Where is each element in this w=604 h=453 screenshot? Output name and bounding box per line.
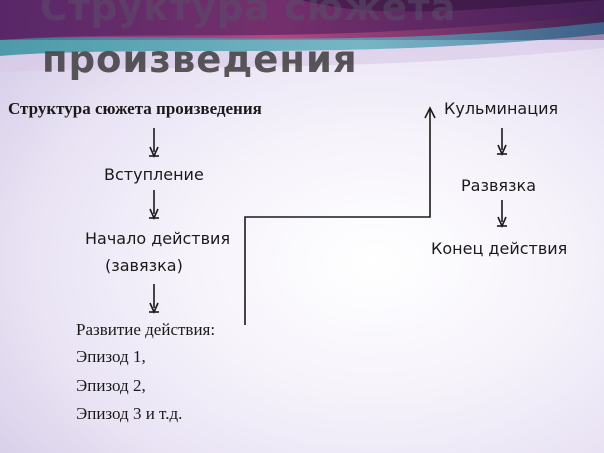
step-development-label: Развитие действия:: [76, 320, 216, 339]
arrow-down-icon: [497, 200, 507, 228]
step-denouement: Развязка: [461, 176, 536, 195]
slide-title-line-2: произведения: [42, 38, 358, 81]
step-exposition: Вступление: [104, 165, 204, 184]
decorative-header-band: [0, 0, 604, 72]
step-inciting-incident-note: (завязка): [105, 256, 183, 275]
arrow-down-icon: [149, 190, 159, 220]
diagram-heading: Структура сюжета произведения: [8, 99, 262, 118]
episode-item: Эпизод 1,: [76, 347, 146, 366]
slide-title-line-1: Структура сюжета: [40, 0, 457, 29]
arrow-down-icon: [149, 128, 159, 158]
step-ending: Конец действия: [431, 239, 568, 258]
episode-item: Эпизод 2,: [76, 376, 146, 395]
rising-action-staircase-line: [244, 106, 436, 325]
arrow-down-icon: [497, 128, 507, 156]
arrow-down-icon: [149, 284, 159, 314]
episode-item: Эпизод 3 и т.д.: [76, 404, 183, 423]
step-inciting-incident: Начало действия: [85, 229, 231, 248]
step-climax: Кульминация: [444, 99, 559, 118]
